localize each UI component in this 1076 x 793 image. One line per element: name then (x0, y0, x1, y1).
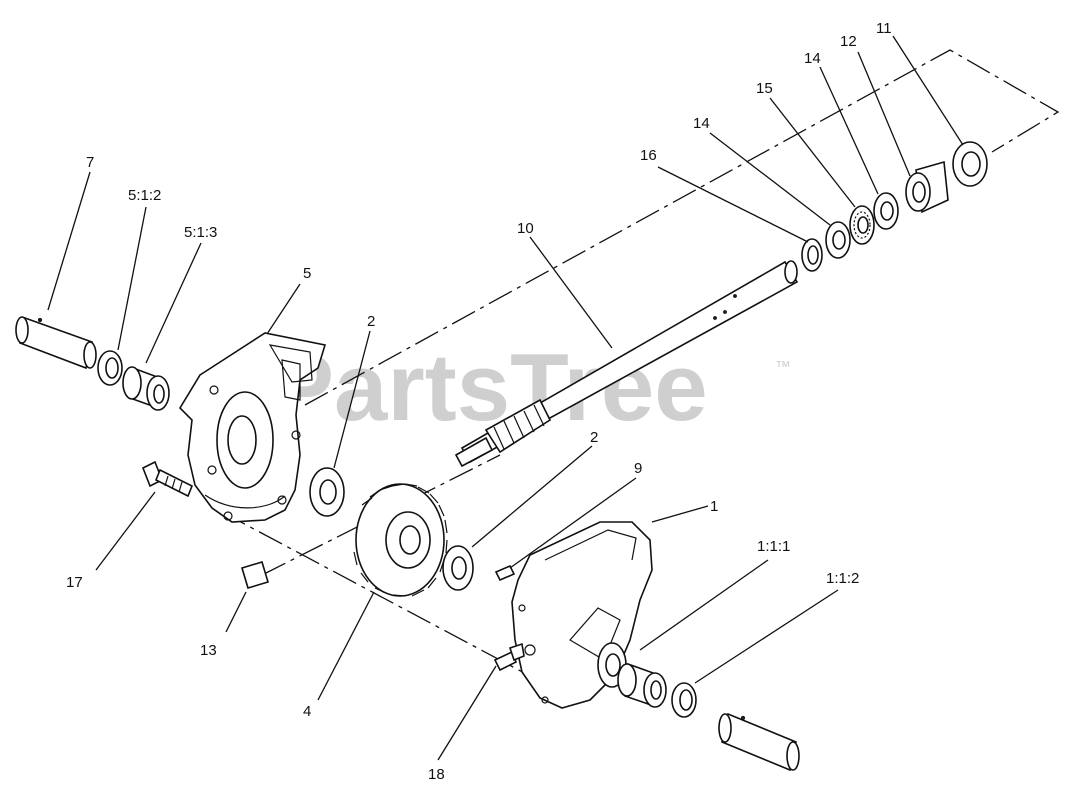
part-5-1-2-washer (97, 350, 123, 386)
callout-5-1-3: 5:1:3 (184, 224, 217, 241)
callout-leaders (47, 35, 964, 761)
part-12-flange-bushing (905, 160, 949, 214)
callout-2-top: 2 (367, 313, 375, 330)
callout-2-mid: 2 (590, 429, 598, 446)
part-17-bolt (141, 460, 194, 498)
part-11-bearing (952, 141, 988, 187)
part-1-1-1-bushing (617, 662, 667, 708)
part-18-grease-fitting (493, 642, 525, 672)
part-5-left-housing (178, 332, 327, 523)
part-16-retaining-ring (801, 238, 823, 272)
part-4-worm-gear (353, 483, 448, 597)
part-9-key (494, 564, 516, 582)
watermark-trademark: ™ (775, 359, 791, 376)
part-10-worm-shaft (454, 260, 799, 468)
right-pin (718, 712, 800, 772)
part-7-pin (15, 316, 97, 370)
callout-14-a: 14 (693, 115, 710, 132)
callout-18: 18 (428, 766, 445, 783)
callout-1-1-1: 1:1:1 (757, 538, 790, 555)
callout-5: 5 (303, 265, 311, 282)
callout-11: 11 (876, 20, 892, 37)
callout-12: 12 (840, 33, 857, 50)
callout-9: 9 (634, 460, 642, 477)
callout-1: 1 (710, 498, 718, 515)
callout-16: 16 (640, 147, 657, 164)
part-14-washer-a (825, 221, 851, 259)
callout-7: 7 (86, 154, 94, 171)
callout-14-b: 14 (804, 50, 821, 67)
callout-13: 13 (200, 642, 217, 659)
callout-1-1-2: 1:1:2 (826, 570, 859, 587)
part-5-1-3-bushing (122, 366, 170, 411)
callout-5-1-2: 5:1:2 (128, 187, 161, 204)
part-13-key (241, 561, 269, 589)
callout-4: 4 (303, 703, 311, 720)
callout-10: 10 (517, 220, 534, 237)
part-1-1-2-washer (671, 682, 697, 718)
part-15-thrust-bearing (849, 205, 875, 245)
callout-17: 17 (66, 574, 83, 591)
part-2-thrust-washer-upper (309, 467, 345, 517)
part-14-washer-b (873, 192, 899, 230)
callout-labels: 7 5:1:2 5:1:3 5 2 10 16 14 15 14 12 11 2… (66, 20, 892, 783)
part-2-thrust-washer-middle (442, 545, 474, 591)
callout-15: 15 (756, 80, 773, 97)
part-1-right-housing (511, 521, 653, 709)
